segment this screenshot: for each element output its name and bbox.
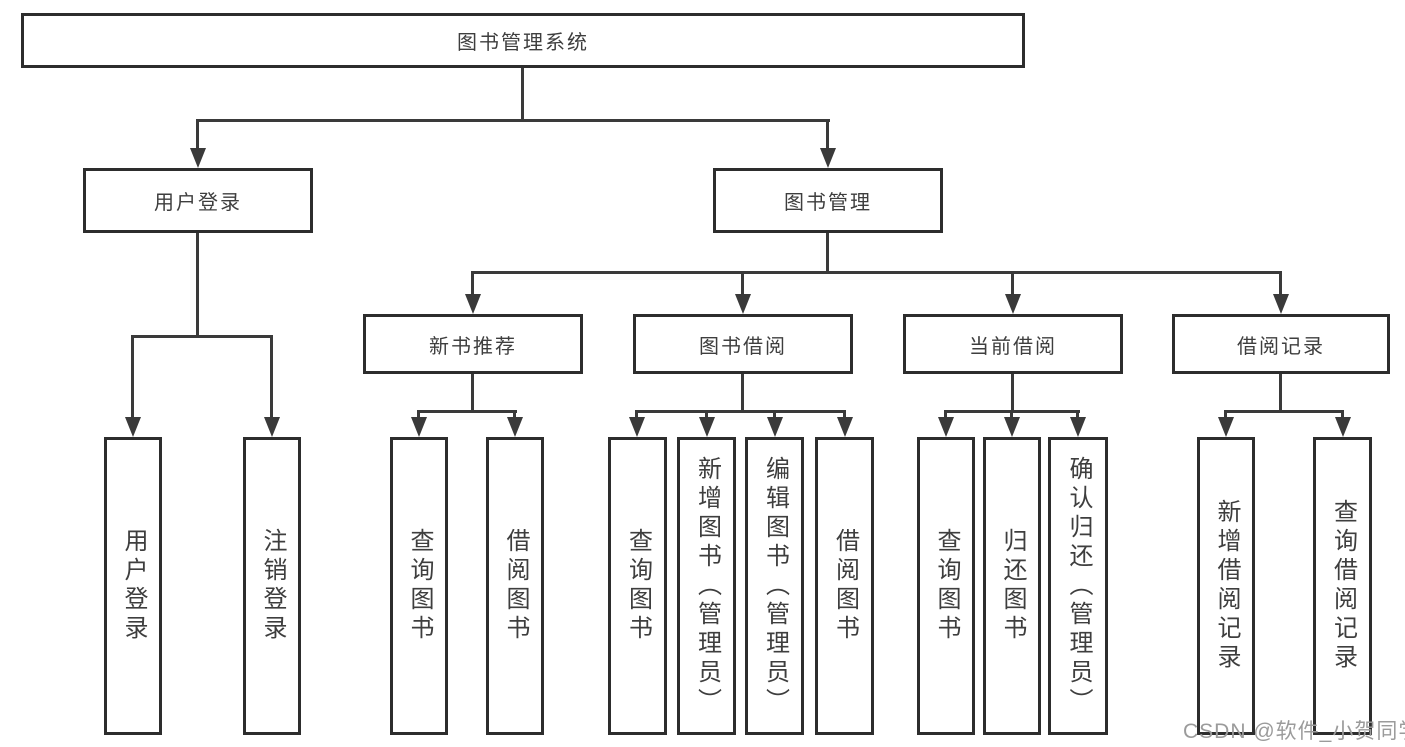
connector-root-bar bbox=[196, 119, 830, 122]
arrow-down-icon bbox=[190, 148, 206, 168]
connector-to-leaf bbox=[635, 410, 638, 420]
leaf-add-borrow-record-label: 新增借阅记录 bbox=[1213, 499, 1240, 673]
node-current-borrow: 当前借阅 bbox=[903, 314, 1123, 374]
node-book-management-label: 图书管理 bbox=[784, 192, 872, 214]
leaf-borrow-books-2-label: 借阅图书 bbox=[831, 528, 859, 644]
node-root: 图书管理系统 bbox=[21, 13, 1025, 68]
connector-book-management-bar bbox=[471, 271, 1282, 274]
connector-to-leaf bbox=[513, 410, 516, 420]
leaf-query-books-2-label: 查询图书 bbox=[624, 528, 652, 644]
leaf-confirm-return-admin-label: 确认归还（管理员） bbox=[1065, 455, 1092, 717]
connector-to-current-borrow bbox=[1011, 271, 1014, 296]
node-borrow-records-label: 借阅记录 bbox=[1237, 335, 1325, 358]
connector-borrow-records-bar bbox=[1224, 410, 1344, 413]
arrow-down-icon bbox=[1273, 294, 1289, 314]
connector-book-management-stem bbox=[826, 233, 829, 273]
leaf-query-borrow-record-label: 查询借阅记录 bbox=[1329, 499, 1357, 673]
leaf-logout-label: 注销登录 bbox=[259, 528, 286, 644]
arrow-down-icon bbox=[735, 294, 751, 314]
node-book-borrow-label: 图书借阅 bbox=[699, 335, 787, 358]
connector-to-borrow-records bbox=[1279, 271, 1282, 296]
arrow-down-icon bbox=[767, 417, 783, 437]
arrow-down-icon bbox=[465, 294, 481, 314]
connector-user-login-stem bbox=[196, 233, 199, 337]
leaf-logout: 注销登录 bbox=[243, 437, 301, 735]
leaf-borrow-books-1-label: 借阅图书 bbox=[502, 528, 529, 644]
connector-to-leaf bbox=[773, 410, 776, 420]
connector-to-leaf bbox=[944, 410, 947, 420]
connector-to-book-borrow bbox=[741, 271, 744, 296]
leaf-add-books-admin: 新增图书（管理员） bbox=[677, 437, 736, 735]
watermark: CSDN @软件_小贺同学 bbox=[1183, 720, 1405, 743]
leaf-edit-books-admin: 编辑图书（管理员） bbox=[745, 437, 804, 735]
leaf-user-login-label: 用户登录 bbox=[120, 528, 147, 644]
node-user-login-label: 用户登录 bbox=[154, 192, 242, 214]
leaf-borrow-books-1: 借阅图书 bbox=[486, 437, 544, 735]
leaf-confirm-return-admin: 确认归还（管理员） bbox=[1048, 437, 1108, 735]
connector-to-leaf-logout bbox=[270, 335, 273, 419]
node-user-login: 用户登录 bbox=[83, 168, 313, 233]
arrow-down-icon bbox=[699, 417, 715, 437]
arrow-down-icon bbox=[820, 148, 836, 168]
connector-to-leaf bbox=[1341, 410, 1344, 420]
arrow-down-icon bbox=[1004, 417, 1020, 437]
leaf-query-borrow-record: 查询借阅记录 bbox=[1313, 437, 1372, 735]
leaf-edit-books-admin-label: 编辑图书（管理员） bbox=[761, 455, 789, 717]
connector-to-leaf bbox=[705, 410, 708, 420]
connector-to-leaf bbox=[843, 410, 846, 420]
leaf-return-books: 归还图书 bbox=[983, 437, 1041, 735]
leaf-query-books-1: 查询图书 bbox=[390, 437, 448, 735]
leaf-user-login: 用户登录 bbox=[104, 437, 162, 735]
node-new-book-recommend: 新书推荐 bbox=[363, 314, 583, 374]
connector-to-leaf bbox=[417, 410, 420, 420]
connector-to-book-management bbox=[826, 119, 829, 150]
arrow-down-icon bbox=[837, 417, 853, 437]
arrow-down-icon bbox=[1218, 417, 1234, 437]
node-book-borrow: 图书借阅 bbox=[633, 314, 853, 374]
connector-user-login-bar bbox=[131, 335, 273, 338]
leaf-query-books-1-label: 查询图书 bbox=[406, 528, 433, 644]
node-current-borrow-label: 当前借阅 bbox=[969, 335, 1057, 358]
arrow-down-icon bbox=[125, 417, 141, 437]
connector-to-leaf bbox=[1010, 410, 1013, 420]
connector-to-leaf bbox=[1224, 410, 1227, 420]
leaf-add-borrow-record: 新增借阅记录 bbox=[1197, 437, 1255, 735]
arrow-down-icon bbox=[1335, 417, 1351, 437]
arrow-down-icon bbox=[411, 417, 427, 437]
arrow-down-icon bbox=[1005, 294, 1021, 314]
connector-book-borrow-stem bbox=[741, 374, 744, 412]
connector-to-user-login bbox=[196, 119, 199, 150]
connector-to-new-book-recommend bbox=[471, 271, 474, 296]
node-borrow-records: 借阅记录 bbox=[1172, 314, 1390, 374]
connector-new-book-recommend-stem bbox=[471, 374, 474, 412]
leaf-add-books-admin-label: 新增图书（管理员） bbox=[693, 455, 721, 717]
node-root-label: 图书管理系统 bbox=[457, 32, 589, 54]
connector-to-leaf bbox=[1076, 410, 1079, 420]
node-book-management: 图书管理 bbox=[713, 168, 943, 233]
connector-root-stem bbox=[521, 68, 524, 120]
arrow-down-icon bbox=[629, 417, 645, 437]
arrow-down-icon bbox=[264, 417, 280, 437]
leaf-query-books-3: 查询图书 bbox=[917, 437, 975, 735]
arrow-down-icon bbox=[1070, 417, 1086, 437]
connector-current-borrow-stem bbox=[1011, 374, 1014, 412]
arrow-down-icon bbox=[507, 417, 523, 437]
connector-new-book-recommend-bar bbox=[417, 410, 517, 413]
connector-book-borrow-bar bbox=[635, 410, 846, 413]
leaf-borrow-books-2: 借阅图书 bbox=[815, 437, 874, 735]
connector-to-leaf-user-login bbox=[131, 335, 134, 419]
leaf-query-books-2: 查询图书 bbox=[608, 437, 667, 735]
node-new-book-recommend-label: 新书推荐 bbox=[429, 335, 517, 358]
leaf-return-books-label: 归还图书 bbox=[999, 528, 1026, 644]
leaf-query-books-3-label: 查询图书 bbox=[933, 528, 960, 644]
arrow-down-icon bbox=[938, 417, 954, 437]
connector-borrow-records-stem bbox=[1279, 374, 1282, 412]
